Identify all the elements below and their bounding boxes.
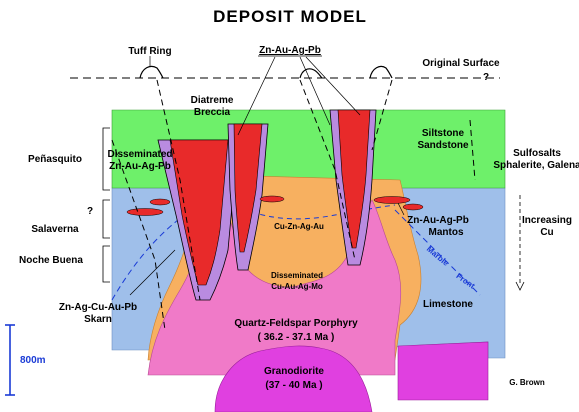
marble-front-line (111, 204, 201, 301)
diatreme-breccia-right (329, 109, 377, 266)
granodiorite-label-line2: (37 - 40 Ma ) (265, 380, 322, 391)
manto-lens (402, 203, 424, 211)
diagram-title: DEPOSIT MODEL (213, 7, 367, 26)
tuff-ring-left (139, 65, 164, 79)
zn-au-ag-pb-label: Zn-Au-Ag-Pb (259, 45, 321, 56)
diatreme-label-line1: Diatreme (191, 95, 234, 106)
diatreme-boundary-line (469, 119, 476, 181)
porphyry-label-line2: ( 36.2 - 37.1 Ma ) (258, 332, 335, 343)
increasing-label-line2: Cu (540, 227, 553, 238)
salaverna-label: Salaverna (31, 224, 79, 235)
leader-line (397, 202, 405, 216)
mantos-label-line1: Zn-Au-Ag-Pb (407, 215, 469, 226)
original-surface-question: ? (483, 72, 489, 83)
penasquito-bracket (102, 127, 110, 191)
leader-line (129, 249, 176, 296)
increasing-cu-arrowhead (515, 281, 525, 291)
increasing-label-line1: Increasing (522, 215, 572, 226)
leader-line (305, 56, 361, 116)
diatreme-label-line2: Breccia (194, 107, 231, 118)
manto-lens (126, 208, 164, 216)
diatreme-boundary-line (299, 79, 356, 261)
granodiorite-label-line1: Granodiorite (264, 366, 324, 377)
left-question-mark: ? (87, 206, 93, 217)
disseminated-label-line1: Disseminated (107, 149, 172, 160)
tuff-ring-label: Tuff Ring (128, 46, 171, 57)
salaverna-bracket (102, 199, 110, 239)
skarn-label-line1: Zn-Ag-Cu-Au-Pb (59, 302, 137, 313)
noche-buena-bracket (102, 245, 110, 283)
siltstone-label-line1: Siltstone (422, 128, 465, 139)
cu-zn-ag-au-label: Cu-Zn-Ag-Au (274, 222, 324, 231)
diatreme-boundary-line (371, 79, 393, 151)
granodiorite-right-body (397, 341, 489, 401)
sulfosalts-label-line1: Sulfosalts (513, 148, 561, 159)
porphyry-label-line1: Quartz-Feldspar Porphyry (234, 318, 358, 329)
skarn-label-line2: Skarn (84, 314, 112, 325)
disseminated-label-line2: Zn-Au-Ag-Pb (109, 161, 171, 172)
manto-lens (149, 198, 171, 206)
penasquito-label: Peñasquito (28, 154, 82, 165)
noche-buena-label: Noche Buena (19, 255, 83, 266)
marble-front-line-right (394, 209, 481, 296)
crater-cone (299, 68, 323, 79)
scale-label: 800m (20, 355, 46, 366)
leader-line (299, 56, 331, 126)
diss-cu-label-line1: Disseminated (271, 271, 323, 280)
manto-lens (373, 196, 411, 204)
siltstone-label-line2: Sandstone (417, 140, 469, 151)
author-credit: G. Brown (509, 378, 545, 387)
original-surface-label: Original Surface (422, 58, 500, 69)
diatreme-boundary-line (111, 139, 166, 331)
diatreme-boundary-line (156, 79, 201, 301)
diatreme-breccia-left (157, 139, 239, 301)
tuff-ring-right (369, 65, 393, 79)
diss-cu-label-line2: Cu-Au-Ag-Mo (271, 282, 323, 291)
manto-lens (259, 195, 285, 203)
leader-line (237, 56, 276, 136)
limestone-label: Limestone (423, 299, 473, 310)
granodiorite-intrusion (214, 345, 373, 412)
mantos-label-line2: Mantos (429, 227, 464, 238)
sulfosalts-label-line2: Sphalerite, Galena (493, 160, 579, 171)
diatreme-breccia-center (227, 123, 269, 271)
